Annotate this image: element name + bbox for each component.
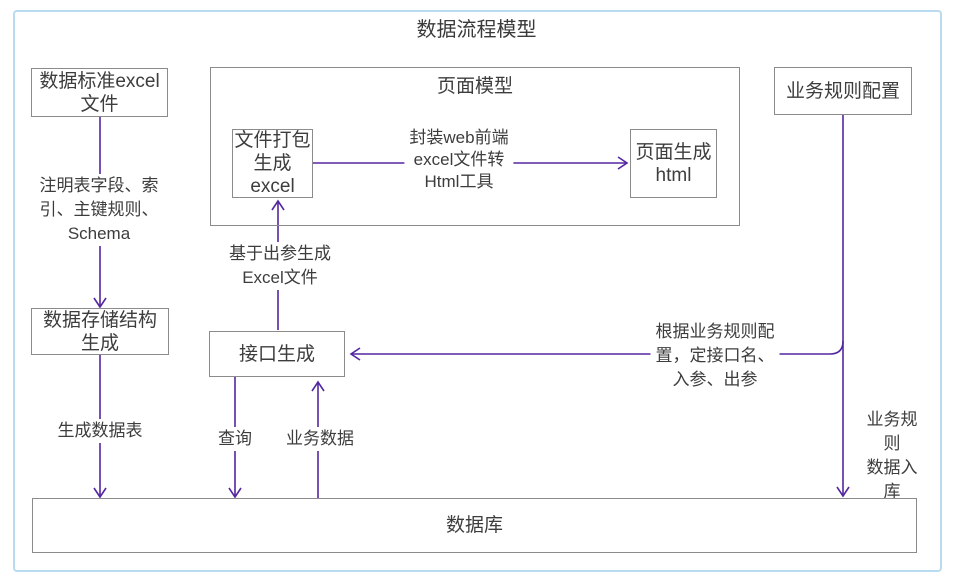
container-page-model-title: 页面模型: [436, 76, 513, 97]
diagram-title: 数据流程模型: [416, 19, 537, 41]
edge-label-web-tool: 封装web前端 excel文件转 Html工具: [404, 127, 514, 193]
arrowhead-right-pagegen: [617, 156, 629, 170]
arrowhead-down-database-right: [836, 486, 850, 498]
edge-label-note-fields: 注明表字段、索 引、主键规则、 Schema: [34, 174, 164, 246]
node-data-standard-excel-file: 数据标准excel 文件: [31, 68, 168, 117]
edge-label-rule-store: 业务规则 数据入库: [861, 408, 923, 504]
arrowhead-down-storage: [93, 297, 107, 309]
arrowhead-left-api: [349, 347, 361, 361]
edge-label-generate-excel: 基于出参生成 Excel文件: [224, 242, 336, 290]
node-database: 数据库: [32, 498, 917, 553]
edge-label-business-data: 业务数据: [281, 427, 359, 451]
arrowhead-down-database-left: [93, 487, 107, 499]
node-file-package-gen-excel: 文件打包 生成 excel: [232, 129, 313, 198]
node-data-storage-gen: 数据存储结构 生成: [31, 308, 169, 355]
arrowhead-down-database-query: [228, 487, 242, 499]
container-page-model: 页面模型: [210, 67, 740, 226]
node-api-gen: 接口生成: [209, 331, 345, 377]
edge-label-generate-table: 生成数据表: [52, 419, 148, 443]
edge-label-rule-config: 根据业务规则配 置，定接口名、 入参、出参: [650, 320, 780, 392]
edge-label-query: 查询: [213, 427, 257, 451]
arrowhead-up-api-bizdata: [311, 380, 325, 392]
diagram-frame: [13, 10, 942, 572]
node-business-rule-config: 业务规则配置: [774, 67, 912, 115]
node-page-gen-html: 页面生成 html: [630, 129, 717, 198]
arrowhead-up-filepackage: [271, 199, 285, 211]
